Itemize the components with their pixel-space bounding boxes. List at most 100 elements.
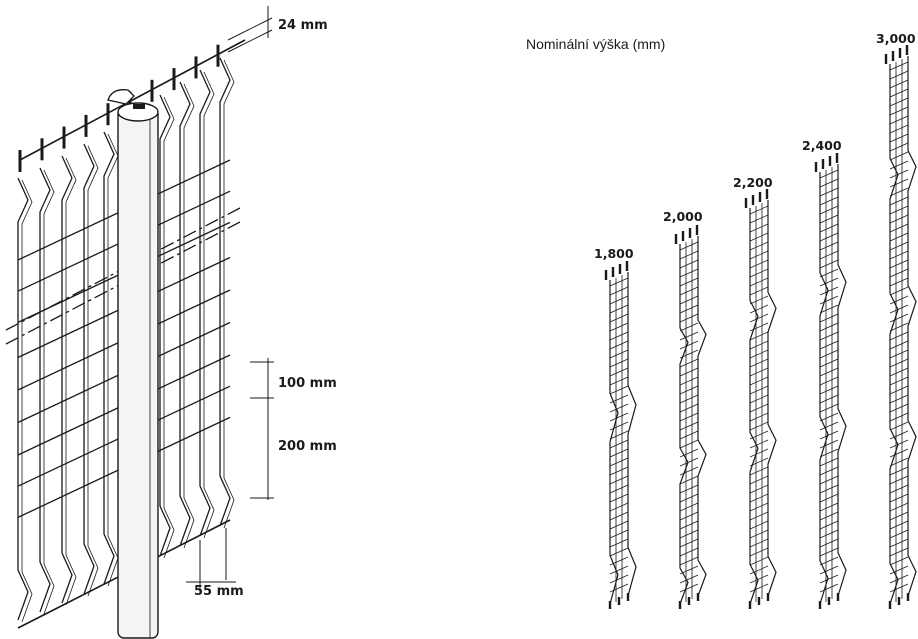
variant-mesh-row xyxy=(889,484,909,494)
variant-mesh-row xyxy=(679,538,699,548)
variant-mesh-row xyxy=(819,385,839,395)
variant-mesh-row xyxy=(819,466,839,476)
variant-mesh-row xyxy=(889,511,909,521)
variant-mesh-row xyxy=(749,313,769,323)
variant-mesh-row xyxy=(819,340,839,350)
variant-mesh-row xyxy=(819,259,839,269)
mesh-vertical-wire xyxy=(43,169,55,615)
variant-mesh-row xyxy=(819,223,839,233)
variant-mesh-row xyxy=(749,322,769,332)
variant-mesh-row xyxy=(889,529,909,539)
variant-mesh-row xyxy=(889,196,909,206)
variant-mesh-row xyxy=(749,529,769,539)
variant-mesh-row xyxy=(609,349,629,359)
variant-mesh-row xyxy=(749,304,769,314)
variant-mesh-row xyxy=(889,277,909,287)
variant-mesh-row xyxy=(889,97,909,107)
variant-mesh-row xyxy=(679,439,699,449)
variant-mesh-row xyxy=(609,475,629,485)
mesh-vertical-wire xyxy=(61,155,73,604)
variant-mesh-row xyxy=(889,142,909,152)
variant-mesh-row xyxy=(679,475,699,485)
variant-mesh-row xyxy=(749,205,769,215)
variant-mesh-row xyxy=(889,412,909,422)
variant-mesh-row xyxy=(679,358,699,368)
mesh-vertical-wire xyxy=(83,143,95,595)
variant-mesh-row xyxy=(749,403,769,413)
variant-mesh-row xyxy=(889,187,909,197)
variant-mesh-row xyxy=(679,430,699,440)
variant-mesh-row xyxy=(889,286,909,296)
variant-mesh-row xyxy=(749,241,769,251)
variant-mesh-row xyxy=(609,286,629,296)
variant-mesh-row xyxy=(819,412,839,422)
variant-mesh-row xyxy=(749,466,769,476)
variant-mesh-row xyxy=(889,475,909,485)
variant-mesh-row xyxy=(749,565,769,575)
variant-mesh-row xyxy=(819,241,839,251)
mesh-vertical-wire xyxy=(17,177,29,621)
variant-mesh-row xyxy=(749,268,769,278)
variant-mesh-row xyxy=(889,322,909,332)
variant-mesh-row xyxy=(679,322,699,332)
variant-mesh-row xyxy=(819,187,839,197)
variant-mesh-row xyxy=(889,466,909,476)
variant-mesh-row xyxy=(609,277,629,287)
variant-mesh-row xyxy=(889,205,909,215)
variant-mesh-row xyxy=(819,232,839,242)
variant-mesh-row xyxy=(889,88,909,98)
variant-mesh-row xyxy=(819,376,839,386)
variant-mesh-row xyxy=(819,448,839,458)
variant-mesh-row xyxy=(889,79,909,89)
variant-mesh-row xyxy=(749,583,769,593)
variant-mesh-row xyxy=(889,295,909,305)
variant-mesh-row xyxy=(889,403,909,413)
variant-mesh-row xyxy=(749,340,769,350)
variant-mesh-row xyxy=(819,502,839,512)
variant-mesh-row xyxy=(889,520,909,530)
variant-mesh-row xyxy=(749,493,769,503)
variant-mesh-row xyxy=(679,295,699,305)
dimension-lines xyxy=(186,6,274,592)
dim-line xyxy=(227,17,273,41)
variant-mesh-row xyxy=(889,106,909,116)
variant-mesh-row xyxy=(819,205,839,215)
dim-mesh-height-label: 200 mm xyxy=(278,439,337,454)
variant-mesh-row xyxy=(749,538,769,548)
variant-mesh-row xyxy=(679,268,699,278)
nominal-height-title: Nominální výška (mm) xyxy=(526,36,666,52)
dim-post-gap-label: 24 mm xyxy=(278,18,328,33)
variant-mesh-row xyxy=(819,214,839,224)
height-variant-3000 xyxy=(884,45,917,609)
height-label: 2,000 xyxy=(663,209,703,224)
variant-mesh-row xyxy=(609,358,629,368)
variant-mesh-row xyxy=(819,349,839,359)
variant-mesh-row xyxy=(819,313,839,323)
variant-mesh-row xyxy=(749,574,769,584)
dim-top-spacing-label: 100 mm xyxy=(278,376,337,391)
variant-mesh-row xyxy=(889,178,909,188)
variant-mesh-row xyxy=(819,520,839,530)
height-variant-2200 xyxy=(744,189,777,609)
variant-mesh-row xyxy=(679,565,699,575)
variant-mesh-row xyxy=(819,277,839,287)
variant-mesh-row xyxy=(819,493,839,503)
variant-mesh-row xyxy=(819,430,839,440)
variant-mesh-row xyxy=(749,430,769,440)
variant-mesh-row xyxy=(889,169,909,179)
variant-mesh-row xyxy=(889,376,909,386)
variant-mesh-row xyxy=(819,475,839,485)
variant-mesh-row xyxy=(679,403,699,413)
variant-mesh-row xyxy=(819,286,839,296)
dim-mesh-width-label: 55 mm xyxy=(194,584,244,599)
mesh-vertical-wire xyxy=(199,69,211,537)
variant-mesh-row xyxy=(819,169,839,179)
variant-mesh-row xyxy=(889,430,909,440)
variant-mesh-row xyxy=(749,448,769,458)
variant-mesh-row xyxy=(819,583,839,593)
variant-mesh-row xyxy=(889,385,909,395)
variant-mesh-row xyxy=(819,322,839,332)
variant-mesh-row xyxy=(819,250,839,260)
variant-mesh-row xyxy=(749,556,769,566)
